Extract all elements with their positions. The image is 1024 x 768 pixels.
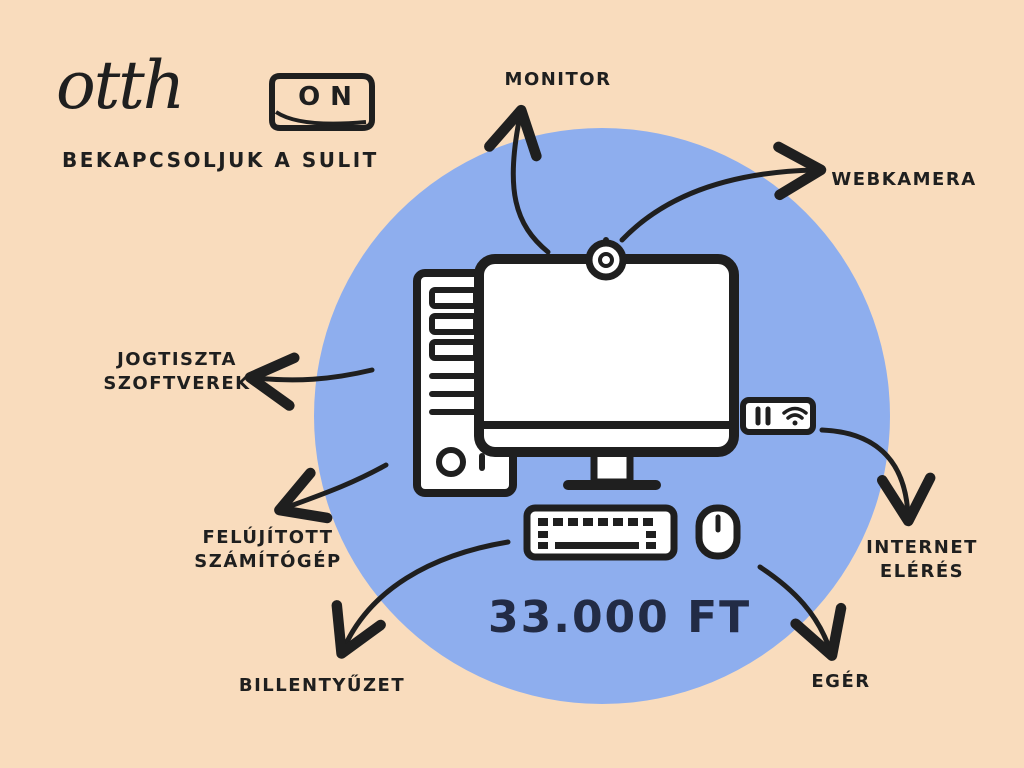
wifi-dongle-icon xyxy=(740,397,816,435)
tagline: BEKAPCSOLJUK A SULIT xyxy=(62,148,379,172)
arrow-webcam xyxy=(619,141,827,243)
arrow-monitor xyxy=(484,104,551,255)
logo-on-text: ON xyxy=(298,82,362,112)
label-monitor: MONITOR xyxy=(504,69,612,90)
arrow-keyboard xyxy=(331,539,511,659)
price: 33.000 FT xyxy=(488,592,752,643)
mouse-icon xyxy=(695,504,741,560)
label-computer: FELÚJÍTOTT SZÁMÍTÓGÉP xyxy=(194,527,342,572)
label-internet: INTERNET ELÉRÉS xyxy=(866,537,978,582)
label-keyboard: BILLENTYŰZET xyxy=(238,675,406,696)
webcam-icon xyxy=(585,237,627,281)
label-mouse: EGÉR xyxy=(811,671,871,692)
arrow-software xyxy=(244,352,375,411)
keyboard-icon xyxy=(523,504,678,561)
arrow-internet xyxy=(819,427,936,527)
label-webcam: WEBKAMERA xyxy=(831,169,977,190)
arrow-computer xyxy=(274,462,389,524)
monitor-icon xyxy=(474,254,739,490)
label-software: JOGTISZTA SZOFTVEREK xyxy=(103,349,251,394)
arrow-mouse xyxy=(757,564,847,661)
logo-wordmark: otth xyxy=(56,47,185,124)
